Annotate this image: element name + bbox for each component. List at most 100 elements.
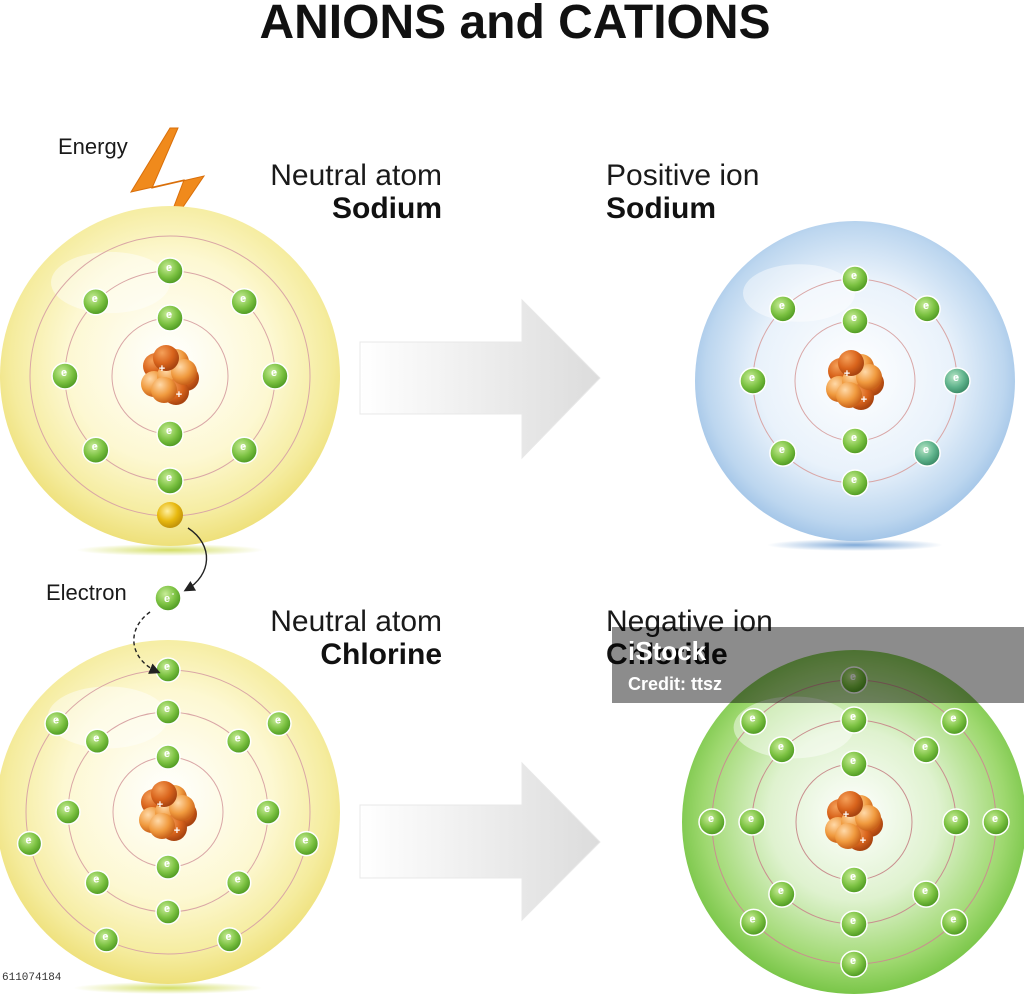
panel-label-sodium-ion-line2: Sodium: [606, 192, 716, 225]
electron-sphere: [293, 830, 320, 857]
electron: e-: [216, 927, 243, 953]
image-id-box: [0, 968, 46, 984]
electron-symbol: e: [164, 703, 170, 715]
atom-sodium-ion: ++e-e-e-e-e-e-e-e-e-e-: [695, 221, 1015, 551]
electron-charge: -: [925, 741, 928, 750]
electron-symbol: e: [93, 874, 99, 886]
electron-sphere: [840, 666, 868, 694]
electron: e-: [769, 295, 797, 323]
electron: e-: [840, 750, 868, 778]
electron: e-: [738, 808, 766, 836]
electron-sphere: [769, 295, 797, 323]
electron-charge: -: [752, 913, 755, 922]
electron-sphere: [840, 950, 868, 978]
electron-capture-arrow: [133, 611, 161, 674]
electron-charge: -: [854, 270, 857, 279]
electron-charge: -: [169, 309, 172, 318]
electron: e-: [255, 799, 281, 825]
proton: [171, 359, 197, 385]
electron-charge: -: [926, 300, 929, 309]
electron: e-: [44, 710, 70, 737]
electron-charge: -: [853, 871, 856, 880]
electron: e-: [156, 257, 184, 285]
electron-sphere: [155, 699, 181, 725]
electron: e-: [155, 699, 181, 725]
electron-charge: -: [172, 589, 175, 598]
transition-arrow-sodium: [359, 298, 601, 460]
electron-sphere: [913, 439, 941, 467]
electron-charge: -: [953, 713, 956, 722]
proton: [856, 364, 882, 390]
electron-charge: -: [237, 732, 240, 741]
electron-charge: -: [105, 931, 108, 940]
electron-charge: -: [237, 874, 240, 883]
electron-charge: -: [752, 713, 755, 722]
neutron: [837, 791, 863, 817]
electron-sphere: [840, 750, 868, 778]
electron-charge: -: [228, 931, 231, 940]
electron-symbol: e: [240, 441, 246, 453]
electron-charge: -: [167, 748, 170, 757]
electron-charge: -: [751, 813, 754, 822]
neutron: [153, 345, 179, 371]
electron: e-: [739, 707, 768, 736]
electron-sphere: [155, 744, 181, 770]
electron-sphere: [943, 367, 971, 395]
electron-symbol: e: [226, 931, 232, 943]
electron-label: Electron: [46, 580, 127, 605]
electron: e-: [84, 869, 111, 896]
nucleus: ++: [139, 781, 197, 841]
panel-label-chloride-ion-line2: Chloride: [606, 638, 728, 671]
electron-sphere: [93, 927, 120, 953]
electron-symbol: e: [922, 885, 928, 897]
electron-sphere: [225, 869, 252, 896]
electron: e-: [840, 706, 868, 734]
proton: [835, 823, 861, 849]
sphere-highlight: [51, 251, 170, 314]
electron-symbol: e: [166, 262, 172, 274]
electron-symbol: e: [850, 915, 856, 927]
electron-symbol: e: [992, 813, 998, 825]
electron-symbol: e: [851, 474, 857, 486]
electron-symbol: e: [164, 593, 170, 605]
electron: e-: [943, 367, 971, 395]
panel-label-chlorine-neutral-line1: Neutral atom: [270, 605, 442, 638]
electron-symbol: e: [61, 367, 67, 379]
electron-symbol: e: [166, 309, 172, 321]
electron-sphere: [84, 869, 111, 896]
electron-symbol: e: [102, 931, 108, 943]
electron: e-: [261, 362, 289, 390]
electron-sphere: [225, 728, 252, 755]
electron-sphere: [230, 436, 258, 464]
electron-symbol: e: [53, 715, 59, 727]
electron-symbol: e: [748, 813, 754, 825]
electron-charge: -: [169, 472, 172, 481]
energy-label: Energy: [58, 134, 128, 159]
electron: e-: [266, 710, 292, 737]
electron-charge: -: [926, 444, 929, 453]
electron-symbol: e: [235, 874, 241, 886]
electron-sphere: [739, 367, 767, 395]
electron: e-: [840, 950, 868, 978]
electron-symbol: e: [950, 713, 956, 725]
electron-sphere: [154, 584, 182, 612]
proton-charge: +: [844, 368, 850, 380]
electron-sphere: [913, 295, 941, 323]
neutron: [838, 350, 864, 376]
electron: e-: [225, 728, 252, 755]
electron: e-: [155, 899, 181, 925]
electron-sphere: [156, 467, 184, 495]
free-electron: e-: [154, 584, 182, 612]
electron: e-: [230, 288, 258, 316]
electron-charge: -: [278, 715, 281, 724]
electron-symbol: e: [778, 885, 784, 897]
atom-chloride-ion: ++e-e-e-e-e-e-e-e-e-e-e-e-e-e-e-e-e-e-: [682, 650, 1024, 994]
sphere-shadow: [73, 982, 263, 994]
electron-symbol: e: [93, 732, 99, 744]
proton: [855, 805, 881, 831]
electron-charge: -: [169, 262, 172, 271]
electron-sphere: [155, 899, 181, 925]
electron: e-: [293, 830, 320, 857]
electron: e-: [82, 436, 110, 464]
